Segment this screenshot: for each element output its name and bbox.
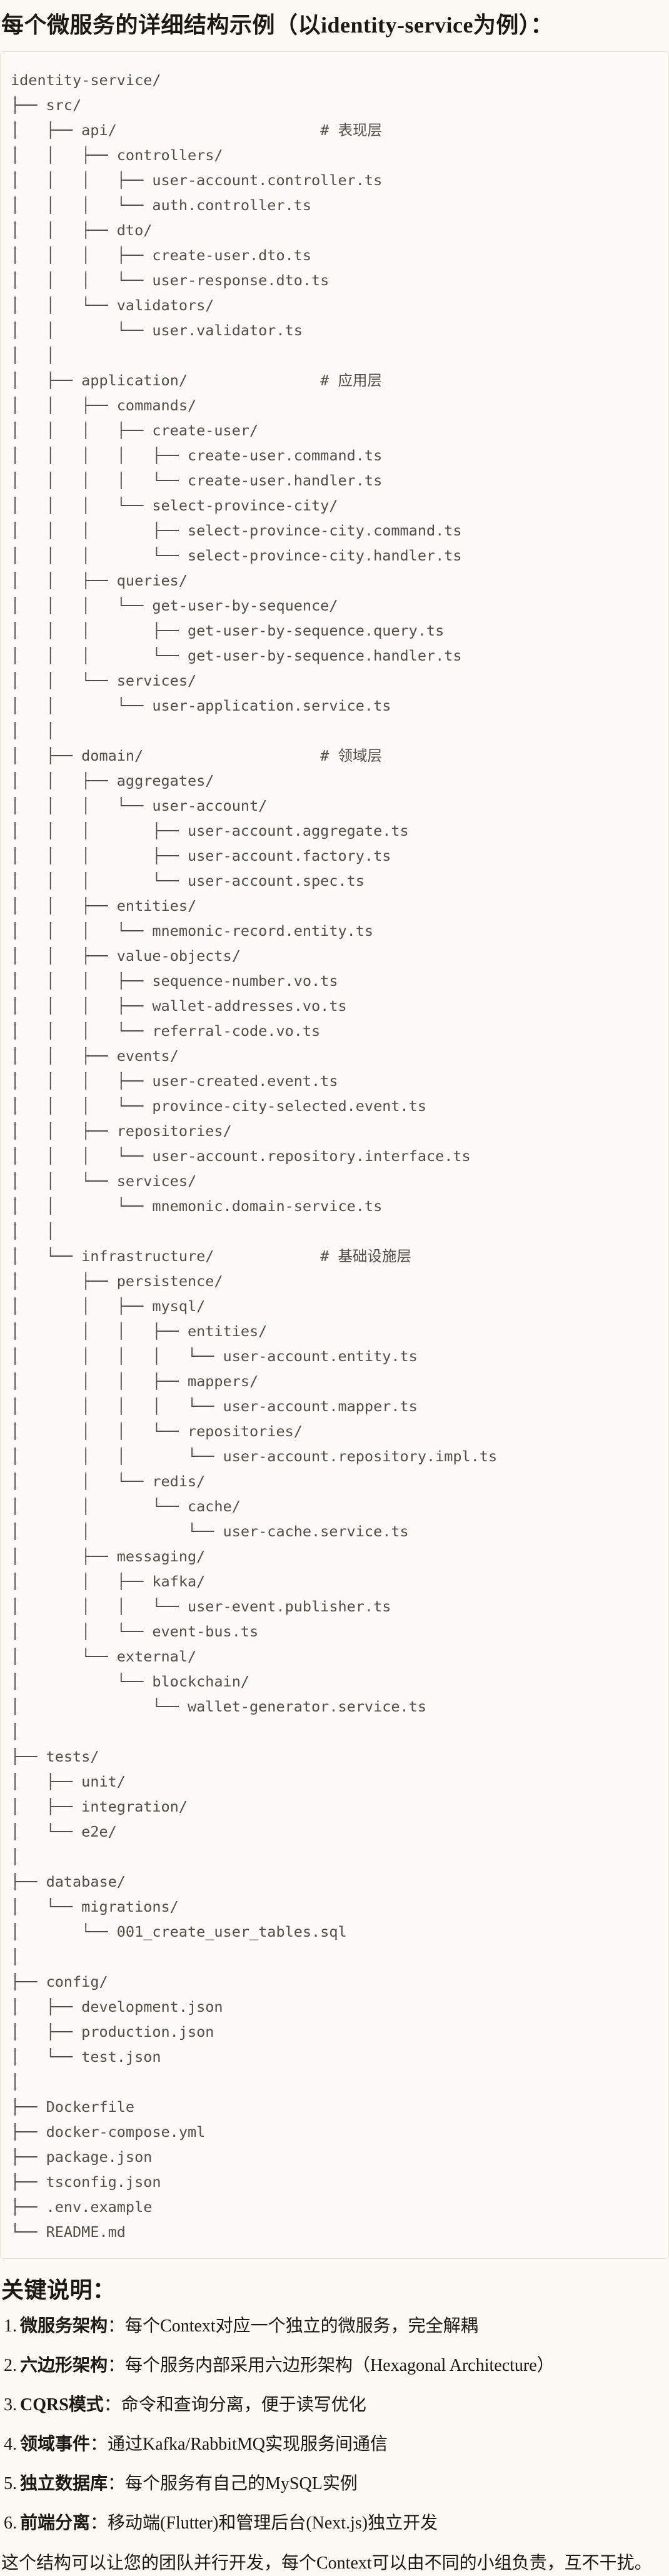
file-tree: identity-service/ ├── src/ │ ├── api/ # …	[11, 71, 498, 2241]
item-number: 3.	[4, 2395, 17, 2415]
item-term: 独立数据库	[20, 2474, 108, 2493]
item-text: ：每个Context对应一个独立的微服务，完全解耦	[108, 2316, 478, 2336]
notes-heading: 关键说明：	[1, 2278, 116, 2303]
item-text: ：移动端(Flutter)和管理后台(Next.js)独立开发	[90, 2513, 438, 2533]
item-number: 2.	[4, 2356, 17, 2375]
key-points-list: 1.微服务架构：每个Context对应一个独立的微服务，完全解耦 2.六边形架构…	[0, 2314, 669, 2536]
item-text: ：每个服务内部采用六边形架构（Hexagonal Architecture）	[108, 2356, 555, 2375]
closing-paragraph: 这个结构可以让您的团队并行开发，每个Context可以由不同的小组负责，互不干扰…	[1, 2553, 652, 2573]
list-item: 4.领域事件：通过Kafka/RabbitMQ实现服务间通信	[4, 2432, 669, 2457]
item-number: 4.	[4, 2435, 17, 2454]
item-text: ：每个服务有自己的MySQL实例	[108, 2474, 358, 2493]
page-title: 每个微服务的详细结构示例（以identity-service为例）：	[1, 13, 553, 38]
list-item: 2.六边形架构：每个服务内部采用六边形架构（Hexagonal Architec…	[4, 2353, 669, 2378]
list-item: 5.独立数据库：每个服务有自己的MySQL实例	[4, 2472, 669, 2497]
item-term: CQRS模式	[20, 2395, 104, 2415]
item-term: 领域事件	[20, 2435, 91, 2454]
item-text: ：命令和查询分离，便于读写优化	[103, 2395, 366, 2415]
list-item: 1.微服务架构：每个Context对应一个独立的微服务，完全解耦	[4, 2314, 669, 2339]
item-number: 5.	[4, 2474, 17, 2493]
item-term: 前端分离	[20, 2513, 91, 2533]
list-item: 3.CQRS模式：命令和查询分离，便于读写优化	[4, 2393, 669, 2418]
item-number: 1.	[4, 2316, 17, 2336]
item-term: 六边形架构	[20, 2356, 108, 2375]
item-term: 微服务架构	[20, 2316, 108, 2336]
item-text: ：通过Kafka/RabbitMQ实现服务间通信	[90, 2435, 388, 2454]
item-number: 6.	[4, 2513, 17, 2533]
list-item: 6.前端分离：移动端(Flutter)和管理后台(Next.js)独立开发	[4, 2511, 669, 2536]
code-block: identity-service/ ├── src/ │ ├── api/ # …	[0, 51, 669, 2259]
